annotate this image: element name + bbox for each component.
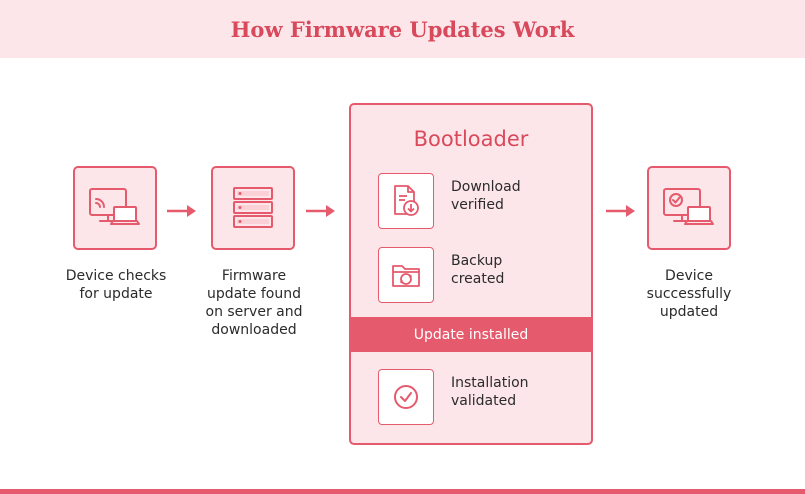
bottom-bar — [0, 489, 805, 494]
document-download-icon — [394, 185, 419, 216]
folder-sync-icon — [392, 265, 420, 287]
page-title: How Firmware Updates Work — [230, 16, 575, 42]
step-device-checks-label: Device checks for update — [65, 268, 167, 302]
arrow-3 — [606, 205, 635, 217]
bootloader-title: Bootloader — [413, 127, 529, 151]
backup-created-label: Backup created — [451, 253, 505, 287]
step-device-updated-label: Device successfully updated — [646, 268, 732, 320]
arrow-2 — [306, 205, 335, 217]
monitor-laptop-check-icon — [663, 188, 714, 225]
download-verified-label: Download verified — [451, 179, 521, 213]
firmware-found-box — [211, 166, 295, 250]
wifi-monitor-laptop-icon — [89, 188, 140, 225]
device-check-box — [73, 166, 157, 250]
bootloader-panel: Bootloader Download verified Backup crea… — [349, 103, 593, 445]
backup-created-box — [378, 247, 434, 303]
update-installed-band: Update installed — [351, 317, 591, 352]
device-updated-box — [647, 166, 731, 250]
step-firmware-found-label: Firmware update found on server and down… — [205, 268, 303, 338]
check-circle-icon — [394, 385, 418, 409]
installation-validated-box — [378, 369, 434, 425]
download-verified-box — [378, 173, 434, 229]
arrow-1 — [167, 205, 196, 217]
update-installed-label: Update installed — [413, 326, 529, 343]
title-bar: How Firmware Updates Work — [0, 0, 805, 58]
installation-validated-label: Installation validated — [451, 375, 529, 409]
server-rack-icon — [233, 187, 273, 228]
